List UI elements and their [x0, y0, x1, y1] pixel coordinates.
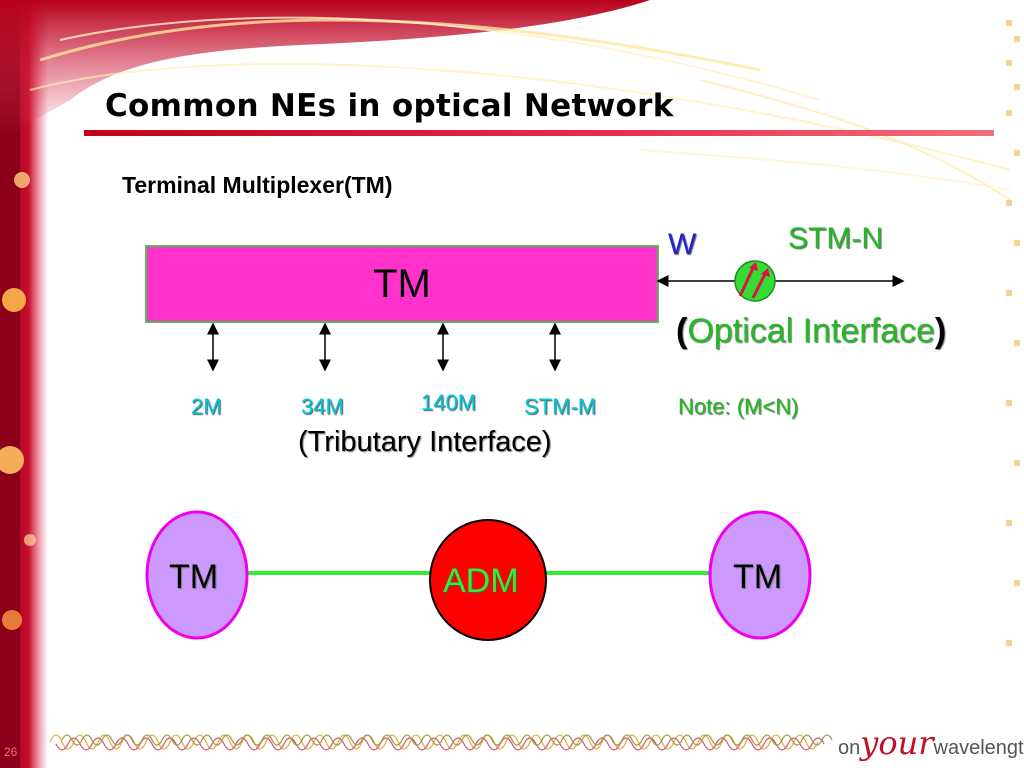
adm-node-label: ADM: [443, 562, 519, 600]
tm-node-right: [708, 510, 812, 640]
adm-node: [429, 519, 547, 641]
page-number: 26: [4, 745, 18, 759]
slide-subtitle: Terminal Multiplexer(TM): [122, 172, 393, 198]
tributary-label-2m: 2M: [191, 394, 222, 419]
tributary-label-stm-m: STM-M: [524, 394, 597, 419]
tributary-label-34m: 34M: [301, 394, 344, 419]
brand-logo: onyourwavelength: [838, 724, 1024, 762]
slide-title: Common NEs in optical Network: [105, 88, 674, 124]
tm-node-left: [145, 510, 249, 640]
tm-node-left-label: TM: [169, 558, 219, 596]
optical-interface-label: (Optical Interface): [676, 312, 947, 350]
stm-n-label: STM-N: [788, 222, 883, 255]
title-underline: [84, 130, 994, 136]
note-text: Note: (M<N): [678, 394, 799, 419]
tm-node-right-label: TM: [733, 558, 783, 596]
tributary-label-140m: 140M: [421, 390, 477, 415]
w-label: W: [668, 228, 697, 261]
tm-block: TM: [145, 245, 659, 323]
tm-block-label: TM: [373, 261, 431, 306]
tributary-interface-label: (Tributary Interface): [298, 426, 552, 458]
optical-transmitter-icon: [734, 260, 776, 302]
